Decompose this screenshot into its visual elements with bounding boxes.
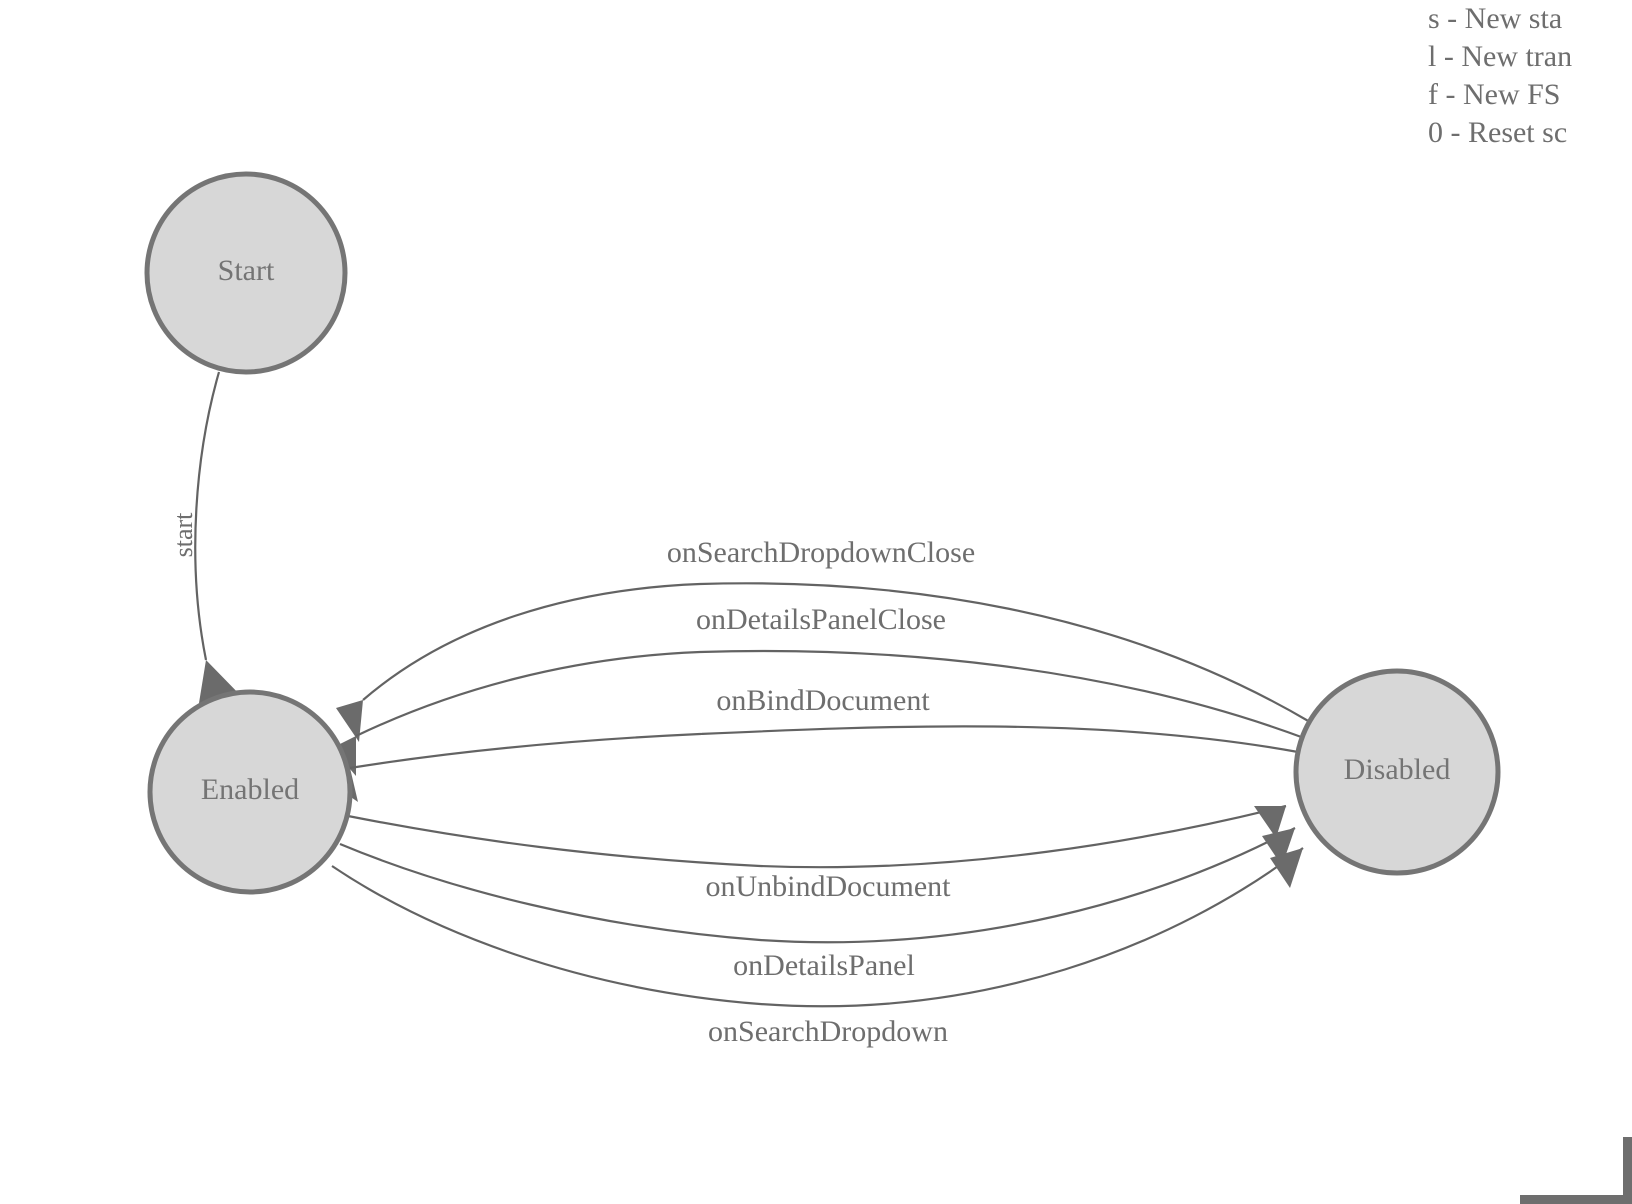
node-enabled-circle	[147, 689, 353, 895]
arrowhead-onsearchdropdown	[1270, 848, 1303, 888]
edge-path-ondetailspanelclose	[355, 649, 1305, 740]
node-disabled[interactable]: Disabled	[1293, 668, 1501, 876]
edge-path-onunbinddocument	[347, 804, 1287, 869]
edge-label-ondetailspanelclose: onDetailsPanelClose	[696, 603, 946, 636]
edge-onsearchdropdownclose[interactable]	[336, 582, 1311, 742]
node-group: Start Enabled Disabled	[144, 171, 1501, 895]
node-disabled-label: Disabled	[1344, 753, 1451, 786]
edge-path-onsearchdropdown	[331, 847, 1304, 1008]
node-start-circle	[144, 171, 348, 375]
edge-ondetailspanel[interactable]	[339, 827, 1296, 944]
edge-label-onsearchdropdown: onSearchDropdown	[708, 1015, 948, 1048]
node-enabled-label: Enabled	[201, 773, 299, 806]
edge-label-ondetailspanel: onDetailsPanel	[733, 949, 915, 982]
edge-path-onsearchdropdownclose	[362, 582, 1311, 723]
edge-label-onunbinddocument: onUnbindDocument	[706, 870, 952, 903]
arrowhead-ondetailspanel	[1262, 828, 1295, 866]
edge-path-ondetailspanel	[339, 827, 1296, 944]
edge-path-start	[194, 371, 221, 661]
edge-onbinddocument[interactable]	[332, 725, 1299, 802]
node-start-label: Start	[218, 254, 275, 287]
edge-label-start: start	[169, 512, 198, 558]
node-enabled[interactable]: Enabled	[147, 689, 353, 895]
edge-path-onbinddocument	[349, 725, 1299, 770]
node-start[interactable]: Start	[144, 171, 348, 375]
vertical-scrollbar-thumb[interactable]	[1623, 1137, 1632, 1195]
horizontal-scrollbar-thumb[interactable]	[1520, 1195, 1632, 1204]
edge-onsearchdropdown[interactable]	[331, 847, 1304, 1008]
edge-onunbinddocument[interactable]	[347, 804, 1287, 869]
edge-group	[194, 371, 1311, 1008]
node-disabled-circle	[1293, 668, 1501, 876]
arrowhead-onsearchdropdownclose	[336, 700, 363, 742]
edge-label-group: start onSearchDropdownClose onDetailsPan…	[169, 512, 975, 1048]
arrowhead-onunbinddocument	[1254, 806, 1286, 838]
edge-label-onsearchdropdownclose: onSearchDropdownClose	[667, 536, 975, 569]
edge-label-onbinddocument: onBindDocument	[716, 684, 930, 717]
edge-start[interactable]	[194, 371, 245, 703]
